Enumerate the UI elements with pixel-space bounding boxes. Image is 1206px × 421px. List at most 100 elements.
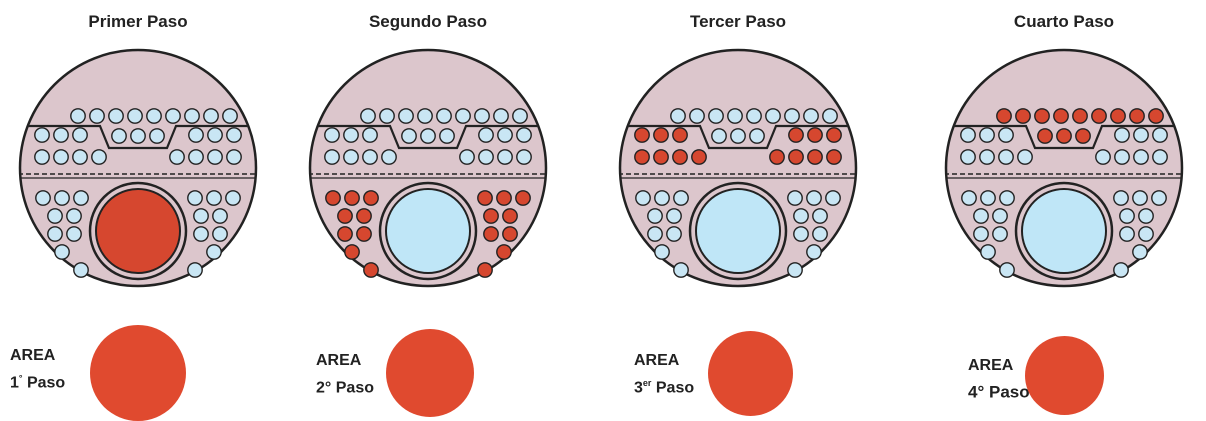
boiler-cross-section (618, 48, 858, 288)
tube-side (187, 190, 203, 206)
tube-side (961, 190, 977, 206)
area-label: AREA 4° Paso (968, 355, 1030, 404)
tube-top-row (127, 108, 143, 124)
tube-center-row (111, 128, 127, 144)
tube-middle-row (769, 149, 785, 165)
tube-side (973, 226, 989, 242)
panel-primer-paso: Primer Paso AREA 1° Paso (10, 0, 258, 421)
tube-center-row (439, 128, 455, 144)
tube-middle-row (979, 127, 995, 143)
tube-middle-row (188, 149, 204, 165)
boiler-cross-section (18, 48, 258, 288)
tube-middle-row (653, 127, 669, 143)
tube-top-row (436, 108, 452, 124)
tube-side (515, 190, 531, 206)
tube-top-row (822, 108, 838, 124)
tube-side (193, 208, 209, 224)
tube-middle-row (91, 149, 107, 165)
tube-middle-row (497, 149, 513, 165)
tube-middle-row (516, 127, 532, 143)
furnace-tube (95, 188, 181, 274)
tube-side (212, 208, 228, 224)
tube-middle-row (1133, 149, 1149, 165)
tube-middle-row (478, 127, 494, 143)
tube-middle-row (72, 149, 88, 165)
tube-middle-row (1114, 127, 1130, 143)
boiler-cross-section (308, 48, 548, 288)
tube-middle-row (1095, 149, 1111, 165)
tube-side (793, 208, 809, 224)
tube-middle-row (169, 149, 185, 165)
tube-middle-row (343, 127, 359, 143)
area-label-num: 2 (316, 379, 325, 397)
tube-middle-row (343, 149, 359, 165)
tube-middle-row (53, 127, 69, 143)
tube-side (54, 190, 70, 206)
tube-top-row (1015, 108, 1031, 124)
tube-side (635, 190, 651, 206)
tube-side (356, 208, 372, 224)
tube-middle-row (72, 127, 88, 143)
tube-side (496, 190, 512, 206)
tube-middle-row (807, 149, 823, 165)
area-label-num: 1 (10, 374, 19, 392)
tube-center-row (1037, 128, 1053, 144)
tube-side (73, 190, 89, 206)
tube-center-row (130, 128, 146, 144)
tube-middle-row (634, 149, 650, 165)
tube-side (363, 190, 379, 206)
tube-top-row (360, 108, 376, 124)
tube-middle-row (979, 149, 995, 165)
tube-middle-row (788, 127, 804, 143)
tube-top-row (1053, 108, 1069, 124)
tube-side (812, 208, 828, 224)
tube-middle-row (653, 149, 669, 165)
tube-middle-row (53, 149, 69, 165)
tube-top-row (455, 108, 471, 124)
tube-middle-row (826, 149, 842, 165)
tube-side (337, 226, 353, 242)
tube-middle-row (497, 127, 513, 143)
tube-side (337, 208, 353, 224)
tube-middle-row (381, 149, 397, 165)
tube-side (344, 190, 360, 206)
tube-top-row (398, 108, 414, 124)
tube-middle-row (960, 127, 976, 143)
tube-middle-row (1152, 149, 1168, 165)
tube-side (325, 190, 341, 206)
tube-side (787, 190, 803, 206)
tube-middle-row (1152, 127, 1168, 143)
panel-title: Primer Paso (88, 12, 188, 31)
tube-top-row (493, 108, 509, 124)
tube-side (654, 190, 670, 206)
tube-middle-row (960, 149, 976, 165)
tube-middle-row (207, 149, 223, 165)
panel-title: Tercer Paso (689, 12, 787, 31)
tube-side (66, 208, 82, 224)
tube-top-row (184, 108, 200, 124)
furnace-outer-ring (88, 181, 188, 281)
tube-middle-row (691, 149, 707, 165)
tube-side (647, 208, 663, 224)
tube-side (483, 208, 499, 224)
tube-middle-row (788, 149, 804, 165)
tube-center-row (420, 128, 436, 144)
tube-side (806, 244, 822, 260)
tube-side (666, 226, 682, 242)
tube-side (356, 226, 372, 242)
tube-top-row (689, 108, 705, 124)
tube-middle-row (459, 149, 475, 165)
furnace-outer-ring (1014, 181, 1114, 281)
tube-middle-row (1017, 149, 1033, 165)
tube-side (1138, 208, 1154, 224)
area-label-rest: ° Paso (324, 379, 374, 397)
tube-middle-row (207, 127, 223, 143)
furnace-tube (695, 188, 781, 274)
tube-center-row (1075, 128, 1091, 144)
tube-sheet-line (21, 124, 255, 150)
area-label-line1: AREA (316, 352, 362, 369)
furnace-tube (385, 188, 471, 274)
tube-side (992, 226, 1008, 242)
tube-center-row (401, 128, 417, 144)
tube-side (1113, 190, 1129, 206)
